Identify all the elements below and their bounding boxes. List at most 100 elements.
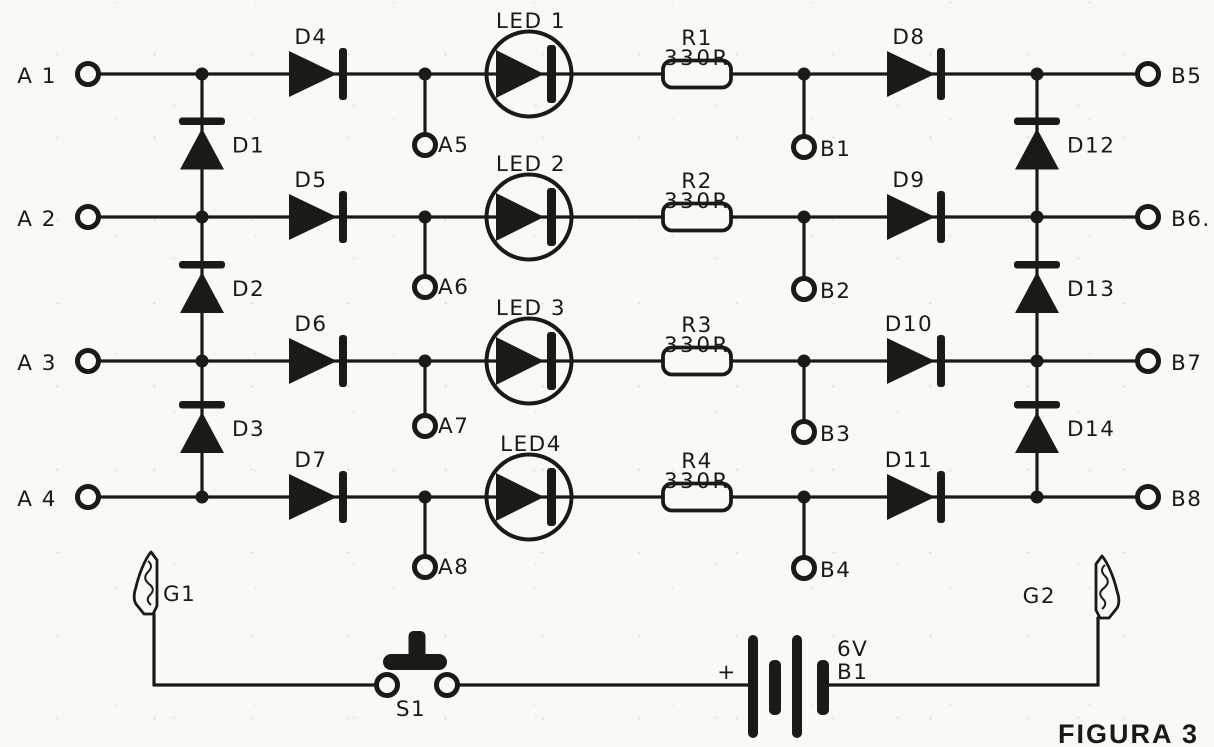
switch-contact-left — [374, 672, 400, 698]
diode-d6 — [289, 335, 347, 387]
diode-triangle — [180, 412, 224, 453]
led-body — [484, 29, 574, 119]
diode-triangle — [289, 338, 337, 384]
switch-contact-right — [434, 672, 460, 698]
led-4-label: LED4 — [500, 432, 562, 457]
diode-triangle — [887, 338, 935, 384]
led-triangle — [496, 50, 544, 98]
resistor-value: 330R — [664, 333, 730, 358]
battery-plate-long — [748, 635, 758, 738]
terminal-b3-label: B3 — [820, 422, 851, 447]
diode-d8-label: D8 — [892, 25, 925, 50]
led-cathode-bar — [547, 45, 556, 103]
junction-dot — [418, 354, 432, 368]
junction-dot — [797, 354, 811, 368]
diode-d7-label: D7 — [294, 448, 327, 473]
diode-d7 — [289, 471, 347, 523]
led-cathode-bar — [547, 468, 556, 526]
switch-s1-label: S1 — [396, 697, 426, 722]
led-body — [484, 452, 574, 542]
alligator-clip-spring — [1099, 564, 1109, 610]
clip-g1-label: G1 — [163, 582, 196, 607]
diode-cathode-bar — [937, 335, 945, 387]
diode-d11-label: D11 — [885, 448, 933, 473]
resistor-name: R2 — [681, 169, 713, 194]
terminal-a3 — [75, 348, 101, 374]
terminal-a5-label: A5 — [438, 133, 469, 158]
diode-d9-label: D9 — [892, 168, 925, 193]
diode-cathode-bar — [339, 48, 347, 100]
battery-plate-short — [817, 660, 829, 715]
diode-triangle — [1015, 128, 1059, 170]
battery-voltage-label: 6V — [837, 637, 868, 662]
led-triangle — [496, 473, 544, 521]
led-1-label: LED 1 — [496, 9, 566, 34]
led-triangle — [496, 193, 544, 241]
terminal-a8-label: A8 — [438, 555, 469, 580]
terminal-b2-label: B2 — [820, 279, 851, 304]
alligator-clip-g2 — [1094, 554, 1121, 620]
junction-dot — [418, 490, 432, 504]
junction-dot — [195, 210, 209, 224]
terminal-b4 — [791, 555, 817, 581]
alligator-clip-body — [132, 550, 159, 616]
diode-d6-label: D6 — [294, 312, 327, 337]
junction-dot — [797, 67, 811, 81]
switch-plunger-stem — [408, 631, 426, 659]
junction-dot — [195, 67, 209, 81]
diode-d5-label: D5 — [294, 168, 327, 193]
terminal-a7 — [412, 413, 438, 439]
diode-triangle — [289, 474, 337, 520]
resistor-r3 — [661, 345, 733, 377]
diode-d14 — [1014, 401, 1060, 453]
led-2 — [484, 172, 574, 262]
diode-triangle — [180, 128, 224, 170]
resistor-name: R1 — [681, 26, 713, 51]
terminal-b8 — [1135, 484, 1161, 510]
diode-d5 — [289, 191, 347, 243]
diode-cathode-bar — [1014, 401, 1060, 409]
terminal-a3-label: A 3 — [17, 351, 57, 376]
terminal-b8-label: B8 — [1171, 487, 1202, 512]
terminal-b5 — [1135, 61, 1161, 87]
junction-dot — [1030, 210, 1044, 224]
diode-d1-label: D1 — [232, 134, 265, 159]
led-3-label: LED 3 — [496, 296, 566, 321]
led-3 — [484, 316, 574, 406]
resistor-r2 — [661, 201, 733, 233]
diode-d1 — [179, 117, 225, 170]
led-cathode-bar — [547, 332, 556, 390]
diode-d4 — [289, 48, 347, 100]
battery-plus-sign: + — [717, 660, 737, 685]
diode-triangle — [289, 194, 337, 240]
terminal-a6-label: A6 — [438, 275, 469, 300]
resistor-r4 — [661, 481, 733, 513]
diode-d12-label: D12 — [1067, 134, 1115, 159]
terminal-a4-label: A 4 — [17, 487, 57, 512]
junction-dot — [797, 490, 811, 504]
diode-triangle — [887, 194, 935, 240]
clip-g2-label: G2 — [1023, 584, 1056, 609]
diode-d2 — [179, 261, 225, 313]
battery-plate-long — [792, 635, 802, 738]
switch-plunger-bar — [383, 654, 447, 670]
led-4 — [484, 452, 574, 542]
terminal-a5 — [412, 132, 438, 158]
diode-cathode-bar — [937, 191, 945, 243]
resistor-r1 — [661, 58, 733, 90]
led-body — [484, 172, 574, 262]
battery-plate-short — [769, 660, 781, 715]
diode-d9 — [887, 191, 945, 243]
alligator-clip-g1 — [132, 550, 159, 616]
diode-d4-label: D4 — [294, 25, 327, 50]
terminal-b7-label: B7 — [1171, 351, 1202, 376]
resistor-value: 330R — [664, 189, 730, 214]
led-triangle — [496, 337, 544, 385]
diode-d10-label: D10 — [885, 312, 933, 337]
diode-cathode-bar — [179, 117, 225, 125]
battery-name-label: B1 — [837, 660, 868, 685]
led-2-label: LED 2 — [496, 152, 566, 177]
diode-triangle — [887, 474, 935, 520]
diode-cathode-bar — [937, 471, 945, 523]
